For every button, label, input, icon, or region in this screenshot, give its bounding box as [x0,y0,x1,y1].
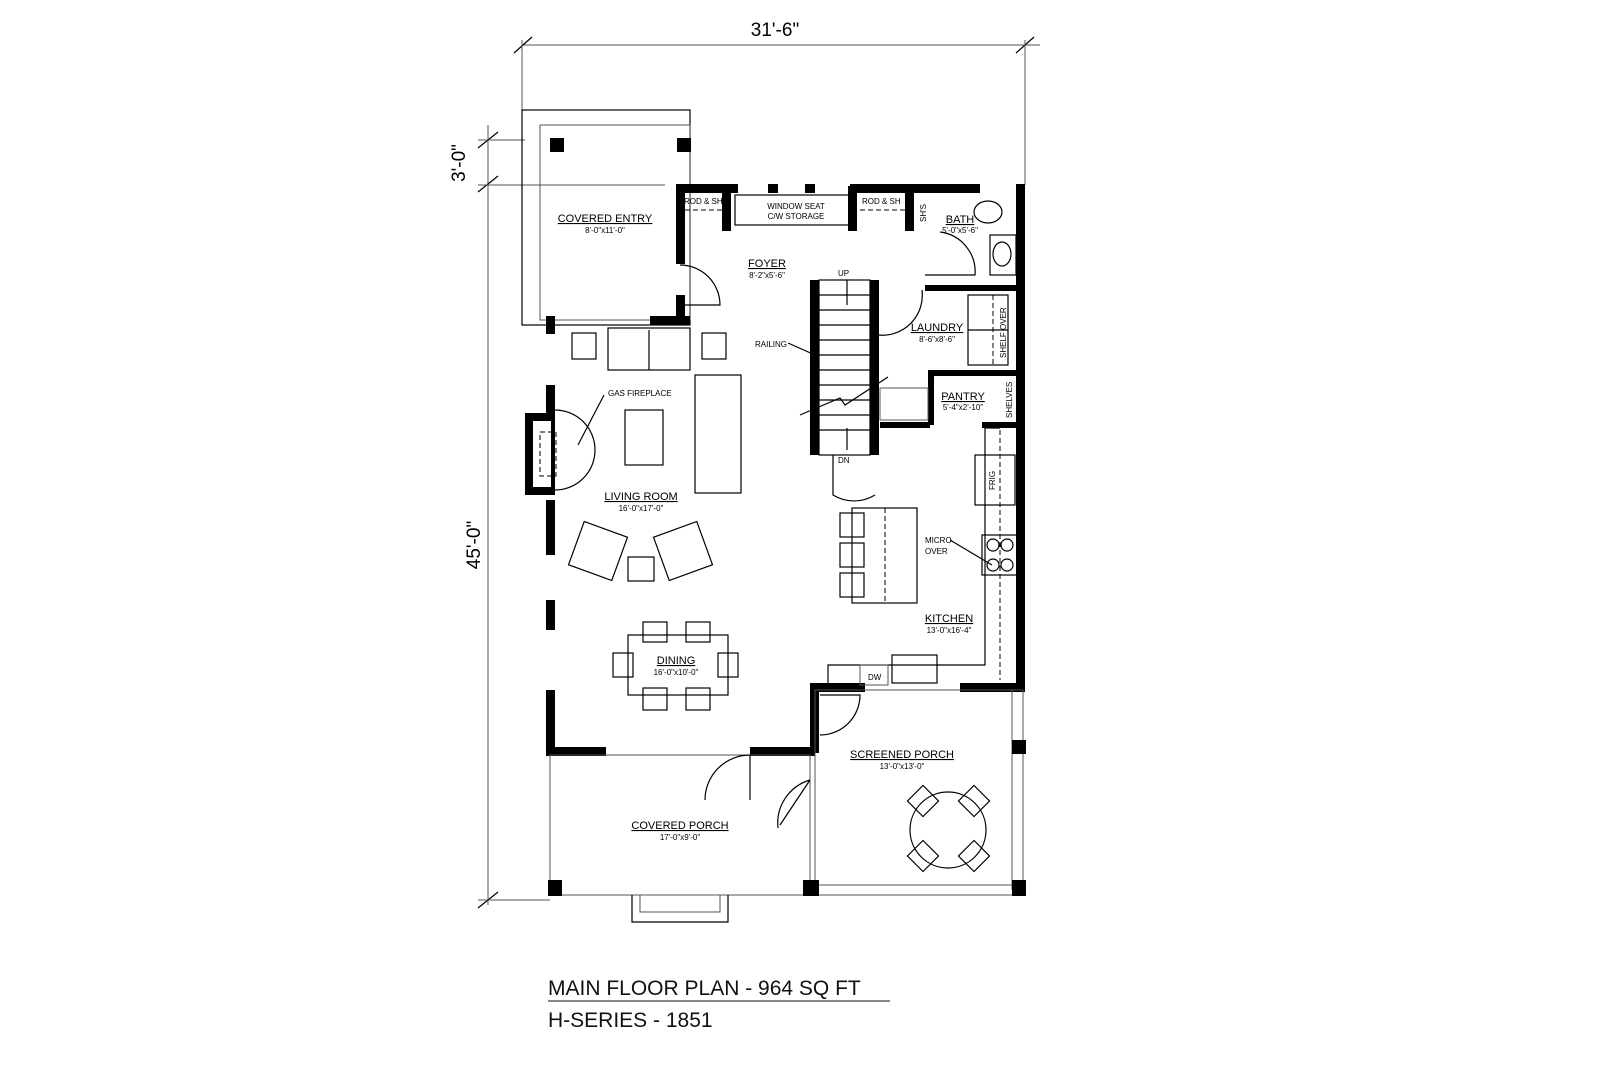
stairs-up-label: UP [838,269,849,278]
pantry-shelves-label: SHELVES [1005,382,1014,418]
rod-shelf-label: ROD & SH [862,197,901,206]
room-name-laundry: LAUNDRY [911,322,964,334]
gas-fireplace-label: GAS FIREPLACE [608,389,672,398]
dimension-lines: 31'-6" 3'-0" 45'-0" [449,20,1040,909]
room-name-kitchen: KITCHEN [925,613,973,625]
room-size-kitchen: 13'-0"x16'-4" [927,626,972,635]
room-name-screened-porch: SCREENED PORCH [850,749,954,761]
room-name-living-room: LIVING ROOM [604,491,677,503]
room-name-foyer: FOYER [748,258,786,270]
room-size-covered-entry: 8'-0"x11'-0" [585,226,625,235]
room-name-dining: DINING [657,655,696,667]
furniture [567,194,1018,873]
room-size-living-room: 16'-0"x17'-0" [619,504,664,513]
covered-entry-structure [521,109,691,326]
window-seat-label: WINDOW SEAT [767,202,825,211]
room-labels: COVERED ENTRY 8'-0"x11'-0" FOYER 8'-2"x5… [558,213,986,842]
room-size-bath: 5'-0"x5'-6" [942,226,978,235]
room-size-foyer: 8'-2"x5'-6" [749,271,785,280]
plan-title: MAIN FLOOR PLAN - 964 SQ FT H-SERIES - 1… [548,977,890,1032]
plan-title-line2: H-SERIES - 1851 [548,1009,713,1032]
fridge-label: FRIG [988,471,997,490]
railing-label: RAILING [755,340,787,349]
shelf-over-label: SHELF OVER [999,307,1008,358]
room-name-bath: BATH [946,214,975,226]
walls [525,184,1025,756]
width-dimension: 31'-6" [751,20,799,41]
depth-dimension: 45'-0" [464,521,485,569]
entry-depth-dimension: 3'-0" [449,144,470,182]
room-name-covered-entry: COVERED ENTRY [558,213,653,225]
room-size-laundry: 8'-6"x8'-6" [919,335,955,344]
shelves-label: SH'S [919,204,928,222]
rod-shelf-label: ROD & SH [684,197,723,206]
porch-structure [548,231,1026,923]
dishwasher-label: DW [868,673,882,682]
microwave-label: MICRO [925,536,952,545]
room-size-pantry: 5'-4"x2'-10" [943,403,983,412]
room-name-pantry: PANTRY [941,391,985,403]
plan-title-line1: MAIN FLOOR PLAN - 964 SQ FT [548,977,861,1000]
annotations: ROD & SH ROD & SH WINDOW SEAT C/W STORAG… [608,197,1014,682]
stairs-down-label: DN [838,456,850,465]
room-size-dining: 16'-0"x10'-0" [654,668,699,677]
room-size-screened-porch: 13'-0"x13'-0" [880,762,925,771]
room-name-covered-porch: COVERED PORCH [631,820,728,832]
room-size-covered-porch: 17'-0"x9'-0" [660,833,700,842]
microwave-label: OVER [925,547,948,556]
window-seat-label: C/W STORAGE [768,212,825,221]
